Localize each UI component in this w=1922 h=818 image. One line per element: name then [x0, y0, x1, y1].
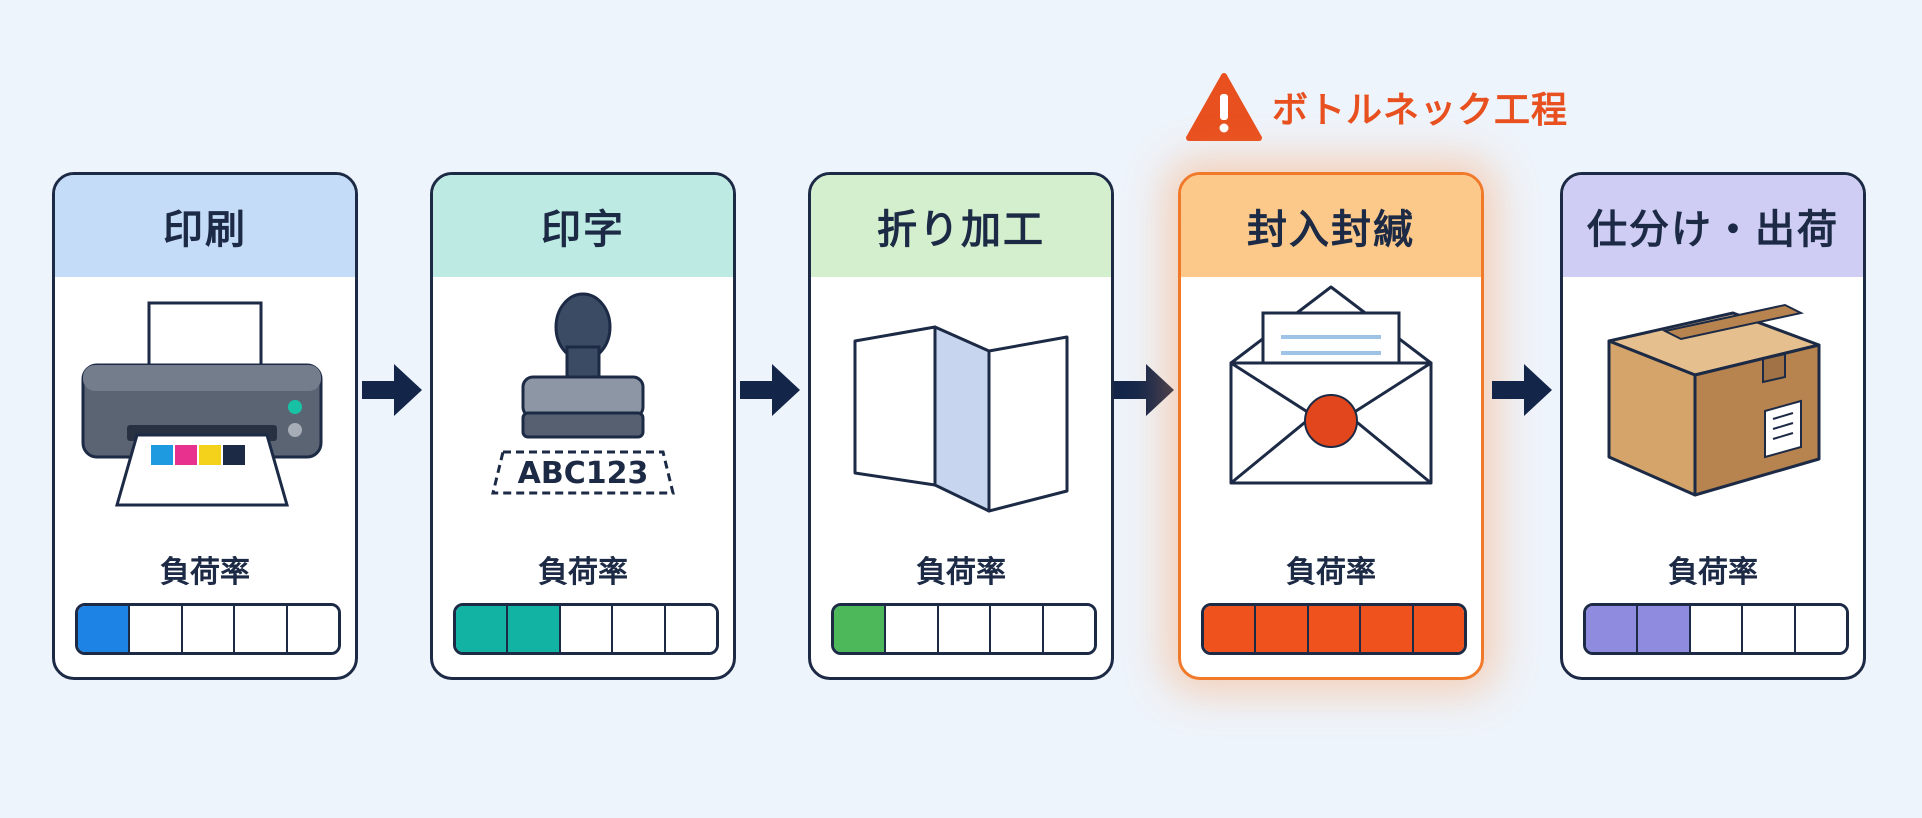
stage-card-sorting-shipping: 仕分け・出荷 負荷率 [1560, 172, 1866, 680]
load-segment [1308, 606, 1362, 652]
warning-icon [1186, 73, 1262, 141]
stage-card-enclosing-sealing: 封入封緘 負荷率 [1178, 172, 1484, 680]
box-icon [1607, 303, 1821, 497]
load-rate-label: 負荷率 [1286, 555, 1376, 590]
load-segment [1638, 606, 1691, 652]
load-segment [665, 606, 716, 652]
load-meter [1583, 603, 1849, 655]
load-meter [75, 603, 341, 655]
load-segment [1361, 606, 1414, 652]
load-segment [508, 606, 561, 652]
load-segment [287, 606, 338, 652]
stage-card-folding: 折り加工 負荷率 [808, 172, 1114, 680]
stage-title: 印刷 [55, 175, 355, 277]
stage-card-printing: 印刷 負荷率 [52, 172, 358, 680]
arrow-icon [738, 360, 804, 420]
stage-card-imprinting: 印字 ABC123 負荷率 [430, 172, 736, 680]
load-segment [613, 606, 666, 652]
load-meter [831, 603, 1097, 655]
load-segment [1204, 606, 1257, 652]
arrow-icon [1490, 360, 1556, 420]
load-segment [182, 606, 236, 652]
stamp-icon: ABC123 [491, 292, 675, 495]
load-segment [1795, 606, 1846, 652]
stamp-text: ABC123 [518, 456, 649, 491]
load-segment [1256, 606, 1309, 652]
load-segment [834, 606, 887, 652]
load-segment [1413, 606, 1464, 652]
load-rate-label: 負荷率 [538, 555, 628, 590]
bottleneck-label: ボトルネック工程 [1272, 90, 1569, 131]
arrow-icon [360, 360, 426, 420]
load-segment [1043, 606, 1094, 652]
load-rate-label: 負荷率 [160, 555, 250, 590]
printer-icon [81, 301, 323, 507]
bottleneck-warning: ボトルネック工程 [1186, 72, 1568, 142]
load-segment [886, 606, 939, 652]
folded-paper-icon [853, 325, 1069, 513]
load-segment [130, 606, 183, 652]
load-segment [1586, 606, 1639, 652]
load-segment [235, 606, 288, 652]
load-segment [1743, 606, 1796, 652]
load-segment [1690, 606, 1744, 652]
load-segment [938, 606, 992, 652]
load-meter [1201, 603, 1467, 655]
load-segment [78, 606, 131, 652]
arrow-icon [1112, 360, 1178, 420]
stage-title: 印字 [433, 175, 733, 277]
stage-title: 仕分け・出荷 [1563, 175, 1863, 277]
load-rate-label: 負荷率 [916, 555, 1006, 590]
load-meter [453, 603, 719, 655]
stage-title: 折り加工 [811, 175, 1111, 277]
envelope-icon [1229, 285, 1433, 485]
stage-title: 封入封緘 [1181, 175, 1481, 277]
load-segment [456, 606, 509, 652]
load-segment [560, 606, 614, 652]
load-rate-label: 負荷率 [1668, 555, 1758, 590]
load-segment [991, 606, 1044, 652]
